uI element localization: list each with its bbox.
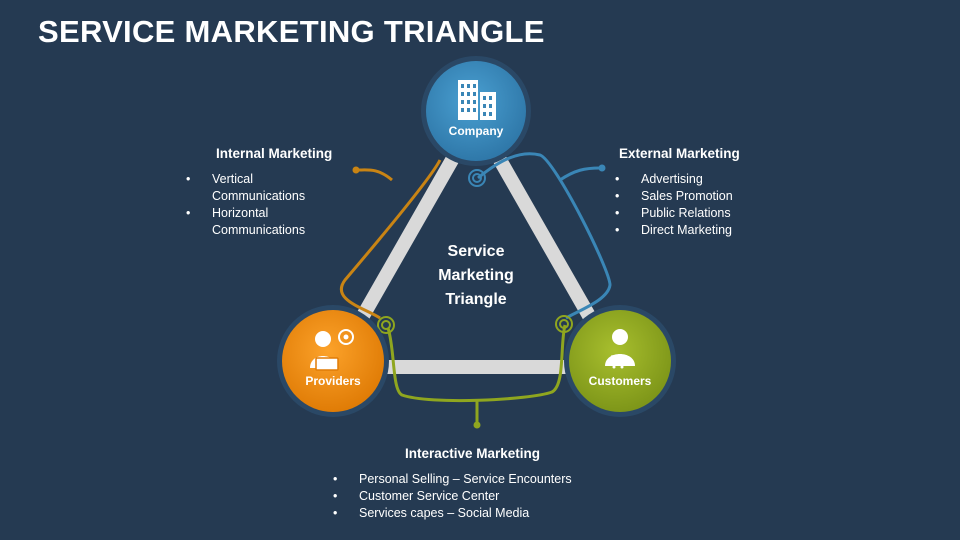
building-icon bbox=[458, 80, 496, 120]
interactive-swirl-right bbox=[555, 315, 573, 333]
list-item: Public Relations bbox=[615, 205, 815, 222]
center-label-line1: Service bbox=[447, 243, 505, 260]
external-connector-dot bbox=[598, 164, 606, 172]
triangle-frame bbox=[345, 153, 607, 374]
internal-marketing-list: Vertical Communications Horizontal Commu… bbox=[186, 171, 336, 239]
external-marketing-list: Advertising Sales Promotion Public Relat… bbox=[615, 171, 815, 239]
customers-node bbox=[564, 305, 676, 417]
external-connector bbox=[477, 152, 612, 320]
providers-label: Providers bbox=[305, 374, 361, 388]
support-agent-icon bbox=[310, 329, 354, 371]
external-swirl bbox=[468, 169, 486, 187]
list-item: Sales Promotion bbox=[615, 188, 815, 205]
customers-label: Customers bbox=[588, 374, 652, 388]
external-marketing-heading: External Marketing bbox=[619, 146, 740, 161]
center-label: Service Marketing Triangle bbox=[416, 240, 536, 312]
list-item: Services capes – Social Media bbox=[333, 505, 633, 522]
customer-icon bbox=[605, 329, 635, 369]
center-label-line3: Triangle bbox=[445, 291, 507, 308]
list-item: Personal Selling – Service Encounters bbox=[333, 471, 633, 488]
list-item: Customer Service Center bbox=[333, 488, 633, 505]
list-item: Direct Marketing bbox=[615, 222, 815, 239]
center-label-line2: Marketing bbox=[438, 267, 514, 284]
company-node bbox=[421, 56, 531, 166]
page-title: SERVICE MARKETING TRIANGLE bbox=[38, 14, 545, 49]
interactive-connector bbox=[386, 324, 567, 424]
list-item: Advertising bbox=[615, 171, 815, 188]
interactive-swirl-left bbox=[377, 316, 395, 334]
interactive-connector-dot bbox=[473, 421, 481, 429]
interactive-marketing-heading: Interactive Marketing bbox=[405, 446, 541, 461]
list-item: Horizontal Communications bbox=[186, 205, 336, 239]
interactive-marketing-list: Personal Selling – Service Encounters Cu… bbox=[333, 471, 633, 522]
list-item: Vertical Communications bbox=[186, 171, 336, 205]
internal-connector bbox=[340, 159, 442, 320]
internal-marketing-heading: Internal Marketing bbox=[216, 146, 333, 161]
internal-connector-dot bbox=[352, 166, 360, 174]
providers-node bbox=[277, 305, 389, 417]
company-label: Company bbox=[448, 124, 504, 138]
